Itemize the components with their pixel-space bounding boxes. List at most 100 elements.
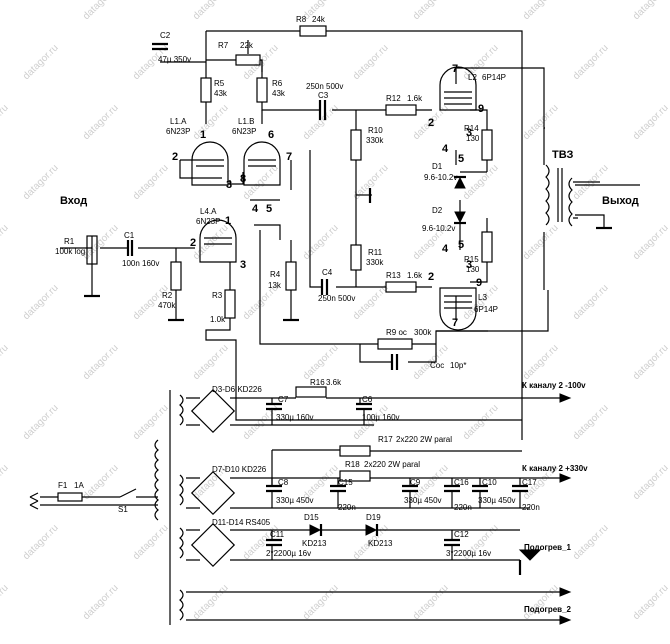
r13-value: 1.6k bbox=[407, 271, 423, 280]
pin-number: 2 bbox=[428, 271, 434, 283]
watermark-text: datagor.ru bbox=[191, 0, 231, 22]
d15-name: D15 bbox=[304, 513, 319, 522]
l3-name: L3 bbox=[478, 293, 487, 302]
watermark-text: datagor.ru bbox=[631, 342, 670, 382]
l4a-type: 6N23P bbox=[196, 217, 220, 226]
c17-name: C17 bbox=[522, 478, 537, 487]
pin-number: 7 bbox=[286, 151, 292, 163]
l1b-name: L1.B bbox=[238, 117, 254, 126]
watermark-text: datagor.ru bbox=[131, 522, 171, 562]
c4-value: 250n 500v bbox=[318, 294, 355, 303]
c9-value: 330µ 450v bbox=[404, 496, 442, 505]
pin-number: 7 bbox=[452, 63, 458, 75]
r9-name: R9 ос bbox=[386, 328, 407, 337]
wiring bbox=[60, 30, 640, 440]
pin-number: 2 bbox=[428, 117, 434, 129]
c16-value: 220n bbox=[454, 503, 472, 512]
ground-symbols bbox=[84, 188, 612, 575]
d1-value: 9.6-10.2v bbox=[424, 173, 457, 182]
r1-name: R1 bbox=[64, 237, 75, 246]
l2-name: L2 bbox=[468, 73, 477, 82]
heater2-label: Подогрев_2 bbox=[524, 605, 572, 614]
switch-label: S1 bbox=[118, 505, 128, 514]
r14-value: 130 bbox=[466, 134, 480, 143]
watermark-text: datagor.ru bbox=[571, 282, 611, 322]
r10-name: R10 bbox=[368, 126, 383, 135]
output-label: Выход bbox=[602, 195, 639, 207]
coc-name: Coc bbox=[430, 361, 444, 370]
r7-value: 22k bbox=[240, 41, 254, 50]
r4-value: 13k bbox=[268, 281, 282, 290]
c16-name: C16 bbox=[454, 478, 469, 487]
pin-number: 2 bbox=[190, 237, 196, 249]
fuse-name: F1 bbox=[58, 481, 68, 490]
c12-name: C12 bbox=[454, 530, 469, 539]
watermark-text: datagor.ru bbox=[521, 0, 561, 22]
c11-name: C11 bbox=[270, 530, 285, 539]
watermark-text: datagor.ru bbox=[301, 342, 341, 382]
watermark-text: datagor.ru bbox=[571, 522, 611, 562]
watermark-text: datagor.ru bbox=[521, 342, 561, 382]
r7-name: R7 bbox=[218, 41, 229, 50]
transformer-label: ТВЗ bbox=[552, 149, 574, 161]
watermark-text: datagor.ru bbox=[21, 522, 61, 562]
watermark-text: datagor.ru bbox=[21, 402, 61, 442]
pin-number: 1 bbox=[225, 215, 231, 227]
watermark-text: datagor.ru bbox=[351, 42, 391, 82]
watermark-text: datagor.ru bbox=[191, 342, 231, 382]
pin-number: 5 bbox=[458, 153, 464, 165]
pin-number: 3 bbox=[240, 259, 246, 271]
rail-plus-label: К каналу 2 +330v bbox=[522, 464, 588, 473]
r16-value: 3.6k bbox=[326, 378, 342, 387]
watermark-text: datagor.ru bbox=[631, 0, 670, 22]
resistor-bodies bbox=[86, 25, 493, 482]
r3-name: R3 bbox=[212, 291, 223, 300]
d19-name: D19 bbox=[366, 513, 381, 522]
watermark-text: datagor.ru bbox=[521, 102, 561, 142]
r17-name: R17 bbox=[378, 435, 393, 444]
zener-diodes bbox=[454, 175, 466, 225]
output-transformer bbox=[545, 164, 573, 227]
watermark-text: datagor.ru bbox=[571, 42, 611, 82]
pin-number: 3 bbox=[466, 127, 472, 139]
labels: Вход Выход ТВЗ R1 100k log R2 470k R3 1.… bbox=[55, 15, 639, 614]
watermark-text: datagor.ru bbox=[521, 222, 561, 262]
d11-label: D11-D14 RS405 bbox=[212, 518, 271, 527]
pin-number: 9 bbox=[478, 103, 484, 115]
c11-value: 2*2200µ 16v bbox=[266, 549, 311, 558]
c4-name: C4 bbox=[322, 268, 333, 277]
l3-type: 6P14P bbox=[474, 305, 498, 314]
watermark-text: datagor.ru bbox=[81, 0, 121, 22]
watermark-text: datagor.ru bbox=[191, 222, 231, 262]
input-label: Вход bbox=[60, 195, 87, 207]
r3-value: 1.0k bbox=[210, 315, 226, 324]
pin-number: 2 bbox=[172, 151, 178, 163]
r14-name: R14 bbox=[464, 124, 479, 133]
r12-name: R12 bbox=[386, 94, 401, 103]
watermark-text: datagor.ru bbox=[0, 222, 11, 262]
pin-number: 5 bbox=[266, 203, 272, 215]
d2-name: D2 bbox=[432, 206, 443, 215]
l2-type: 6P14P bbox=[482, 73, 506, 82]
l1b-type: 6N23P bbox=[232, 127, 256, 136]
c6-name: C6 bbox=[362, 395, 373, 404]
tube-envelopes bbox=[191, 66, 477, 331]
d7-label: D7-D10 KD226 bbox=[212, 465, 267, 474]
c6-value: 100µ 160v bbox=[362, 413, 400, 422]
watermark-text: datagor.ru bbox=[0, 342, 11, 382]
c10-value: 330µ 450v bbox=[478, 496, 516, 505]
l4a-name: L4.A bbox=[200, 207, 217, 216]
pin-number: 3 bbox=[466, 259, 472, 271]
c9-name: C9 bbox=[410, 478, 421, 487]
pin-number: 4 bbox=[442, 243, 449, 255]
pin-numbers: 1 2 3 6 7 8 4 5 1 2 3 7 9 2 3 4 5 9 3 2 … bbox=[172, 63, 484, 329]
watermark-text: datagor.ru bbox=[131, 162, 171, 202]
c7-name: C7 bbox=[278, 395, 289, 404]
watermark-text: datagor.ru bbox=[81, 462, 121, 502]
r8-name: R8 bbox=[296, 15, 307, 24]
pin-number: 6 bbox=[268, 129, 274, 141]
c2-name: C2 bbox=[160, 31, 171, 40]
watermark-text: datagor.ru bbox=[631, 462, 670, 502]
watermark-text: datagor.ru bbox=[631, 222, 670, 262]
